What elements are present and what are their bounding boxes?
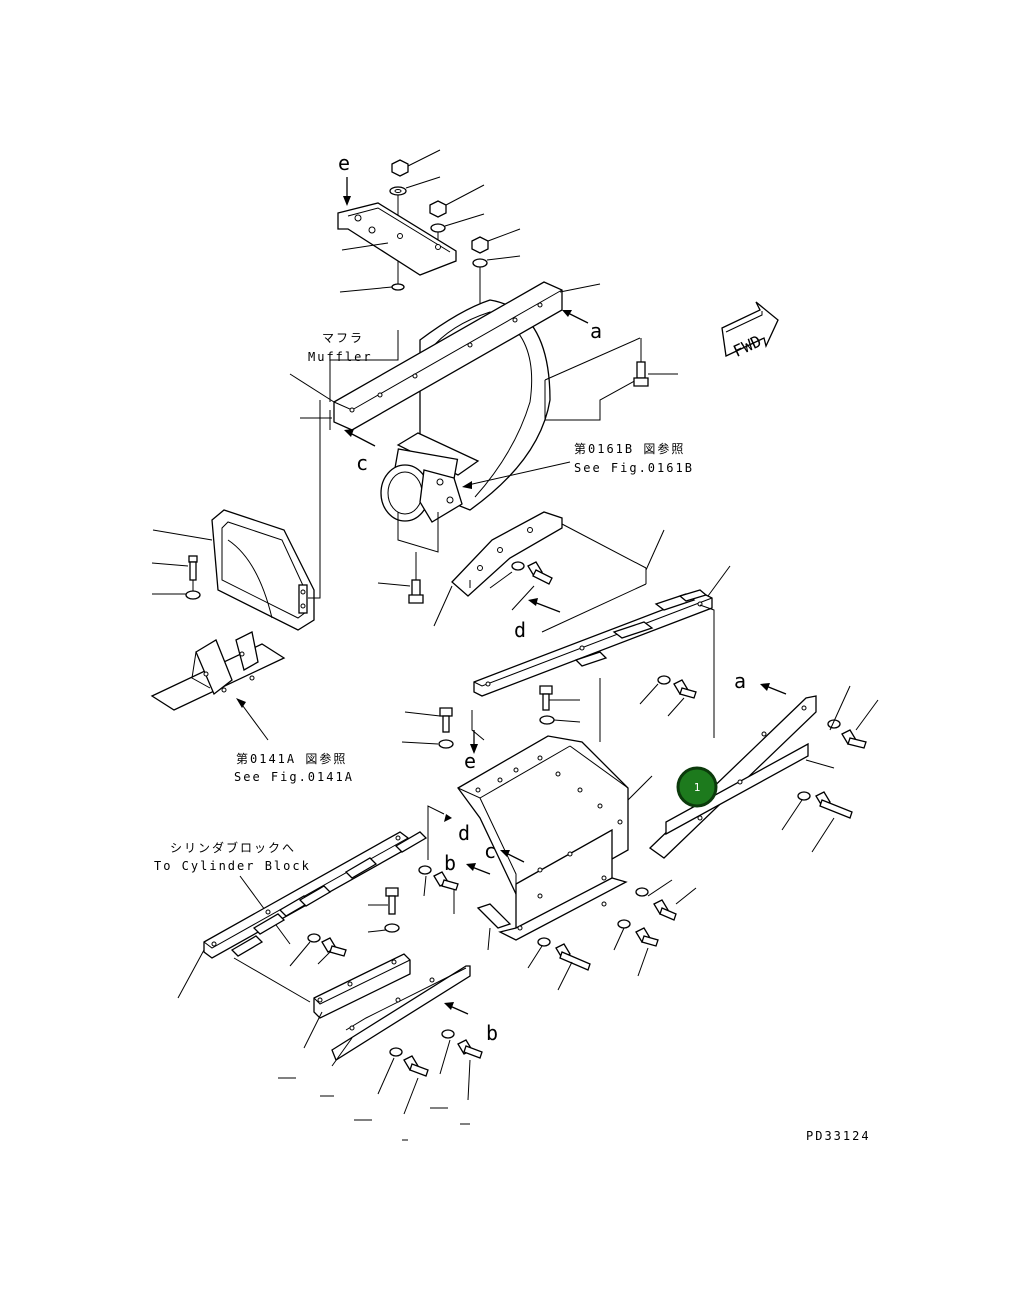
upper-support-bracket <box>433 511 665 633</box>
callout-number: 1 <box>694 781 701 794</box>
bolt-muffler-right <box>633 338 678 387</box>
top-hardware-stack <box>389 149 521 305</box>
nut-2 <box>429 184 485 218</box>
ref-e-top: e <box>338 151 350 175</box>
bracket-pins <box>574 589 708 667</box>
ref-b-low: b <box>444 851 456 875</box>
muffler-support-strip <box>289 281 601 431</box>
engine-mount-bracket <box>150 631 286 741</box>
ref-arrow-d-low: d <box>427 805 470 860</box>
ref-arrow-c-low: c <box>484 839 525 863</box>
ref-a-right: a <box>734 669 746 693</box>
ref-c-low: c <box>484 839 496 863</box>
leader-line <box>544 377 641 421</box>
bolts-bottom <box>278 1029 483 1141</box>
bolt-lower-left <box>289 865 459 967</box>
ref-arrow-e-top: e <box>338 151 351 206</box>
label-see-0161b-en: See Fig.0161B <box>574 461 694 475</box>
ref-arrow-a-top: a <box>562 310 602 343</box>
bolt-center-right <box>639 675 697 717</box>
label-see-0141a-en: See Fig.0141A <box>234 770 354 784</box>
ref-d-low: d <box>458 821 470 845</box>
bolt-center-upper <box>401 685 581 749</box>
bolt-left-1 <box>151 555 201 600</box>
ref-d-mid: d <box>514 618 526 642</box>
ref-arrow-c-top: c <box>344 429 376 475</box>
muffler-bracket-plate <box>337 202 457 293</box>
label-to-cylinder-en: To Cylinder Block <box>154 859 311 873</box>
label-muffler-jp: マフラ <box>322 331 364 345</box>
nut-3 <box>471 228 521 254</box>
main-mounting-bracket <box>457 678 653 941</box>
ref-arrow-e-mid: e <box>464 710 485 773</box>
ref-arrow-d-mid: d <box>514 598 561 642</box>
ref-arrow-a-right: a <box>734 669 787 695</box>
muffler-lower-plate <box>377 512 439 604</box>
washer-2 <box>430 213 485 233</box>
nut-1 <box>391 149 441 177</box>
ref-c-top: c <box>356 451 368 475</box>
label-see-0141a-jp: 第0141A 図参照 <box>236 751 347 766</box>
cover-frame <box>152 400 321 631</box>
ref-e-mid: e <box>464 749 476 773</box>
label-see-0161b-jp: 第0161B 図参照 <box>574 441 685 456</box>
lower-long-bar <box>177 831 428 1003</box>
bolts-main-bracket-lower <box>476 879 697 991</box>
bolt-upper-bracket <box>489 561 553 611</box>
ref-a-top: a <box>590 319 602 343</box>
ref-b-bottom: b <box>486 1021 498 1045</box>
washer-1 <box>389 176 441 196</box>
long-angle-bar <box>473 565 731 697</box>
bolts-right-bracket <box>781 685 879 853</box>
washer-3 <box>472 255 521 268</box>
ref-arrow-b-low: b <box>444 851 491 875</box>
right-angle-bracket <box>648 604 835 859</box>
callout-part-1[interactable]: 1 <box>676 766 718 808</box>
label-to-cylinder-jp: シリンダブロックへ <box>170 840 296 855</box>
label-muffler-en: Muffler <box>308 350 373 364</box>
lower-flat-bracket <box>303 953 471 1067</box>
ref-arrow-b-bottom: b <box>444 1002 498 1045</box>
fwd-arrow-icon: FWD <box>721 301 779 361</box>
drawing-number: PD33124 <box>806 1129 871 1143</box>
